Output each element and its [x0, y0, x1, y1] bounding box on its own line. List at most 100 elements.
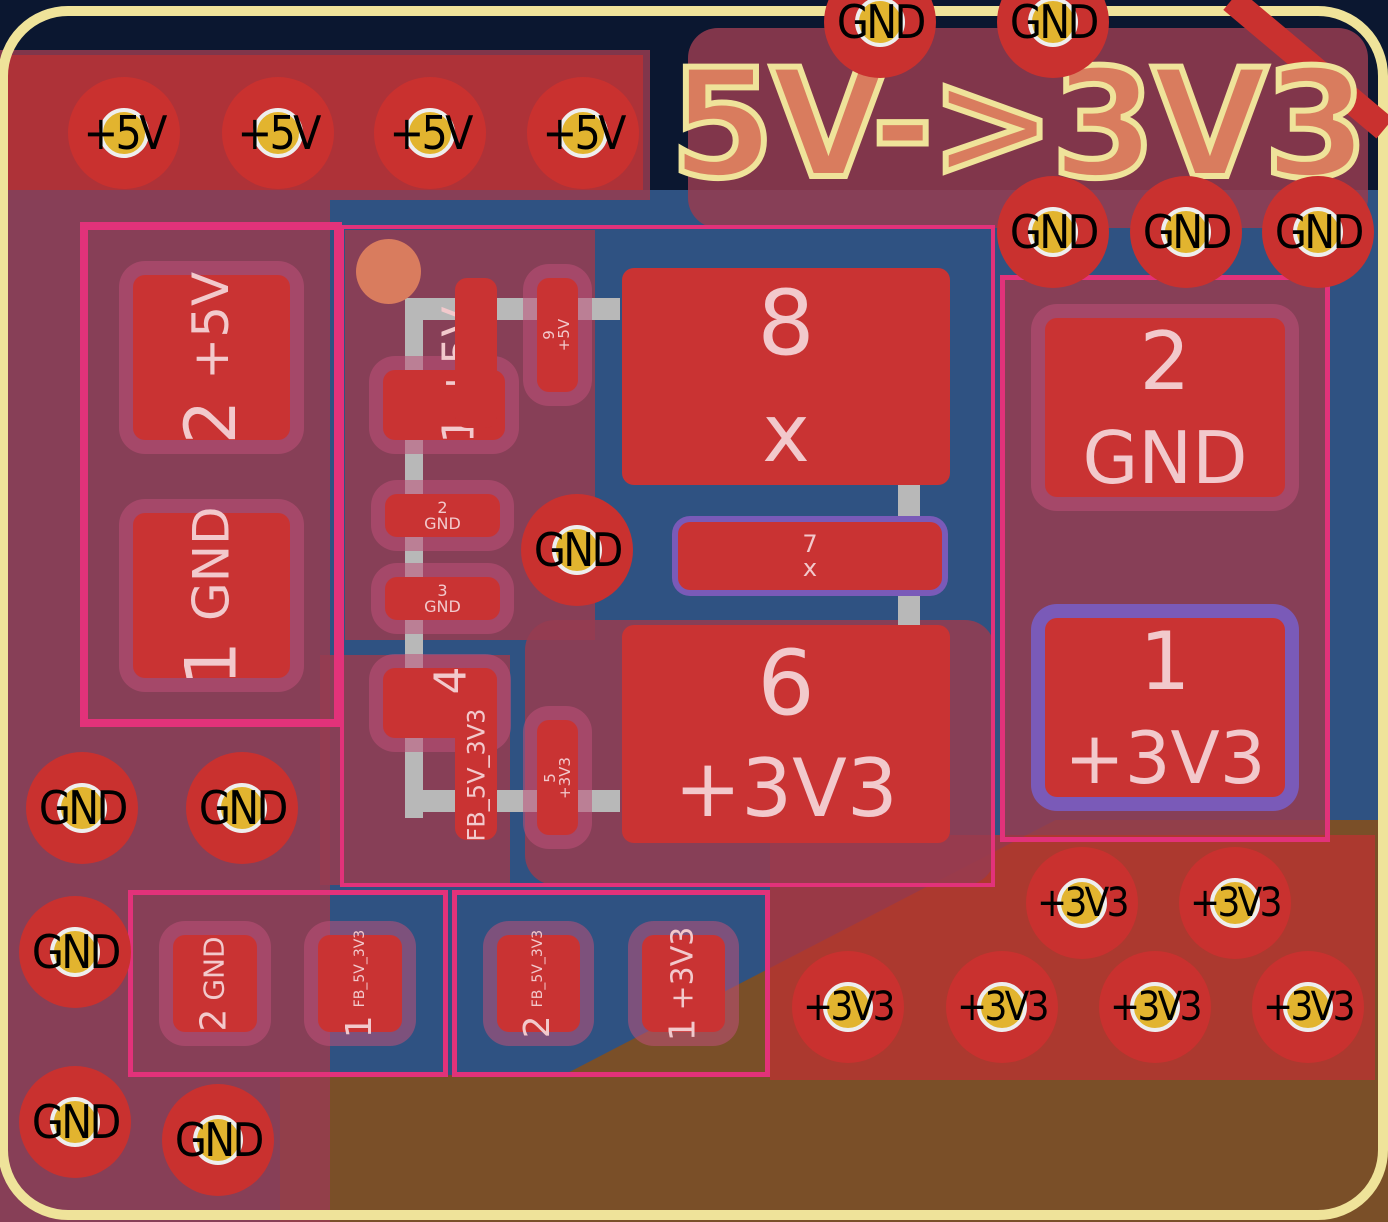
pad-net: GND: [198, 935, 232, 1001]
pad-number: 1: [170, 640, 253, 686]
via[interactable]: +3V3: [1099, 951, 1211, 1063]
via[interactable]: +3V3: [946, 951, 1058, 1063]
via[interactable]: +3V3: [1252, 951, 1364, 1063]
pad-number: 3: [437, 580, 448, 600]
via-net-label: GND: [1009, 205, 1100, 259]
r-bottom-pad-2[interactable]: 2 GND: [173, 935, 257, 1032]
track: [405, 790, 620, 812]
via-drill-hole: [1283, 982, 1333, 1032]
via[interactable]: GND: [19, 896, 131, 1008]
pad-net: GND: [424, 596, 461, 616]
pad-net: x: [762, 387, 810, 480]
via-drill-hole: [253, 108, 303, 158]
via-net-label: GND: [31, 925, 122, 979]
via-drill-hole: [977, 982, 1027, 1032]
via-net-label: GND: [174, 1113, 265, 1167]
via-drill-hole: [1028, 0, 1078, 47]
pad-net: +3V3: [674, 742, 898, 835]
pad-number: 8: [757, 271, 815, 376]
via[interactable]: GND: [1130, 176, 1242, 288]
pad-net: FB_5V_3V3: [352, 929, 369, 1007]
via-drill-hole: [1057, 878, 1107, 928]
via[interactable]: +5V: [527, 77, 639, 189]
r-bottom-pad-1[interactable]: 1 FB_5V_3V3: [318, 929, 402, 1038]
u1-pad-4-ext: FB_5V_3V3 4: [425, 667, 497, 842]
via-net-label: +5V: [389, 106, 473, 160]
via-net-label: +3V3: [1037, 880, 1129, 926]
via[interactable]: GND: [19, 1066, 131, 1178]
r-top-pad-1[interactable]: 1+3V3: [642, 926, 725, 1041]
via[interactable]: GND: [997, 176, 1109, 288]
copper-zone-3v3-lower: [280, 1075, 1388, 1222]
via-net-label: +3V3: [1110, 984, 1202, 1030]
courtyard-u1: [340, 225, 995, 887]
via-net-label: GND: [1274, 205, 1365, 259]
via-drill-hole: [405, 108, 455, 158]
silkscreen-title: 5V->3V3: [667, 38, 1371, 212]
u1-pad-6[interactable]: 6+3V3: [622, 625, 950, 843]
pad-net: +5V: [182, 271, 241, 380]
via-drill-hole: [1161, 207, 1211, 257]
pad-net: +3V3: [1064, 715, 1266, 800]
via[interactable]: GND: [26, 752, 138, 864]
pad-net: GND: [1082, 415, 1248, 500]
pad-net: +3V3: [665, 926, 701, 1010]
courtyard-r-top: [452, 890, 770, 1077]
via[interactable]: +3V3: [792, 951, 904, 1063]
via-drill-hole: [193, 1115, 243, 1165]
u1-pad-1-ext: [455, 278, 497, 428]
r-top-pad-2[interactable]: 2 FB_5V_3V3: [497, 929, 580, 1038]
pad-number: 2: [1139, 314, 1191, 408]
pad-number: 2: [517, 1014, 559, 1038]
via[interactable]: GND: [521, 494, 633, 606]
pad-number: 1: [339, 1014, 381, 1038]
via[interactable]: +5V: [68, 77, 180, 189]
c-in-pad-1[interactable]: 1 GND: [133, 506, 290, 685]
via-drill-hole: [50, 927, 100, 977]
via-drill-hole: [1293, 207, 1343, 257]
pad-number: 7: [802, 530, 818, 558]
via-net-label: +3V3: [1190, 880, 1282, 926]
courtyard-c-in: [80, 222, 342, 727]
c-in-pad-2[interactable]: 2+5V: [133, 271, 290, 444]
via-drill-hole: [1130, 982, 1180, 1032]
via-drill-hole: [558, 108, 608, 158]
pad-net: GND: [424, 513, 461, 533]
via[interactable]: GND: [186, 752, 298, 864]
via-net-label: GND: [38, 781, 129, 835]
via[interactable]: GND: [1262, 176, 1374, 288]
via-net-label: GND: [1009, 0, 1100, 49]
via-net-label: +3V3: [1263, 984, 1355, 1030]
pad-net: +5V: [555, 318, 574, 352]
pad-number: 4: [425, 666, 477, 695]
via[interactable]: GND: [162, 1084, 274, 1196]
via-drill-hole: [855, 0, 905, 47]
via[interactable]: +5V: [374, 77, 486, 189]
board-edge: [0, 6, 1388, 1220]
pad-net: FB_5V_3V3: [462, 708, 491, 842]
u1-pad-5[interactable]: 5+3V3: [537, 720, 578, 835]
u1-pad-9[interactable]: 9+5V: [537, 278, 578, 392]
c-out-pad-1[interactable]: 1+3V3: [1045, 618, 1285, 797]
pin1-marker: [356, 239, 421, 304]
via[interactable]: +5V: [222, 77, 334, 189]
via-net-label: +3V3: [957, 984, 1049, 1030]
via-net-label: +5V: [83, 106, 167, 160]
pad-net: FB_5V_3V3: [530, 929, 547, 1007]
via-drill-hole: [99, 108, 149, 158]
via-net-label: GND: [31, 1095, 122, 1149]
via-drill-hole: [823, 982, 873, 1032]
pad-number: 2: [194, 1008, 236, 1032]
pad-number: 2: [437, 497, 448, 517]
pad-net: GND: [182, 505, 241, 621]
pad-net: +3V3: [555, 756, 574, 799]
via-drill-hole: [1210, 878, 1260, 928]
via[interactable]: +3V3: [1179, 847, 1291, 959]
via-net-label: GND: [836, 0, 927, 49]
via[interactable]: +3V3: [1026, 847, 1138, 959]
